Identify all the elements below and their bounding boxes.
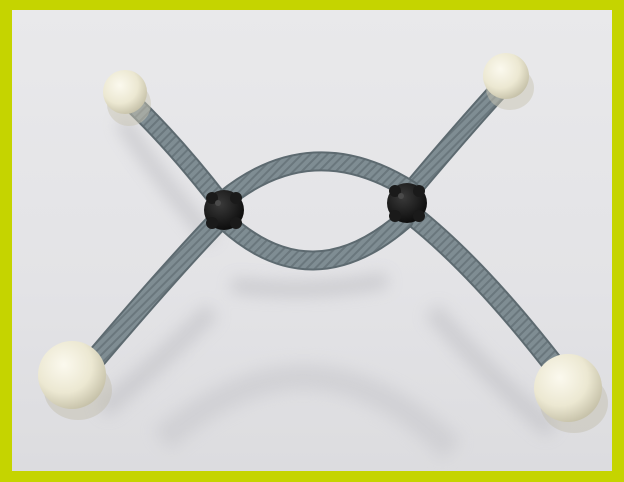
photo: [12, 10, 612, 471]
hydrogen-atom-bottom-right: [534, 354, 608, 433]
hydrogen-atom-top-left: [103, 70, 151, 126]
hydrogen-atoms: [38, 53, 608, 433]
hydrogen-atom-top-right: [483, 53, 534, 110]
carbon-atoms: [204, 183, 427, 230]
hydrogen-atom-bottom-left: [38, 341, 112, 420]
double-bond: [214, 151, 420, 271]
molecule-model-image: [12, 10, 612, 471]
shadows: [96, 116, 558, 460]
carbon-atom-left: [204, 190, 244, 230]
carbon-atom-right: [387, 183, 427, 223]
